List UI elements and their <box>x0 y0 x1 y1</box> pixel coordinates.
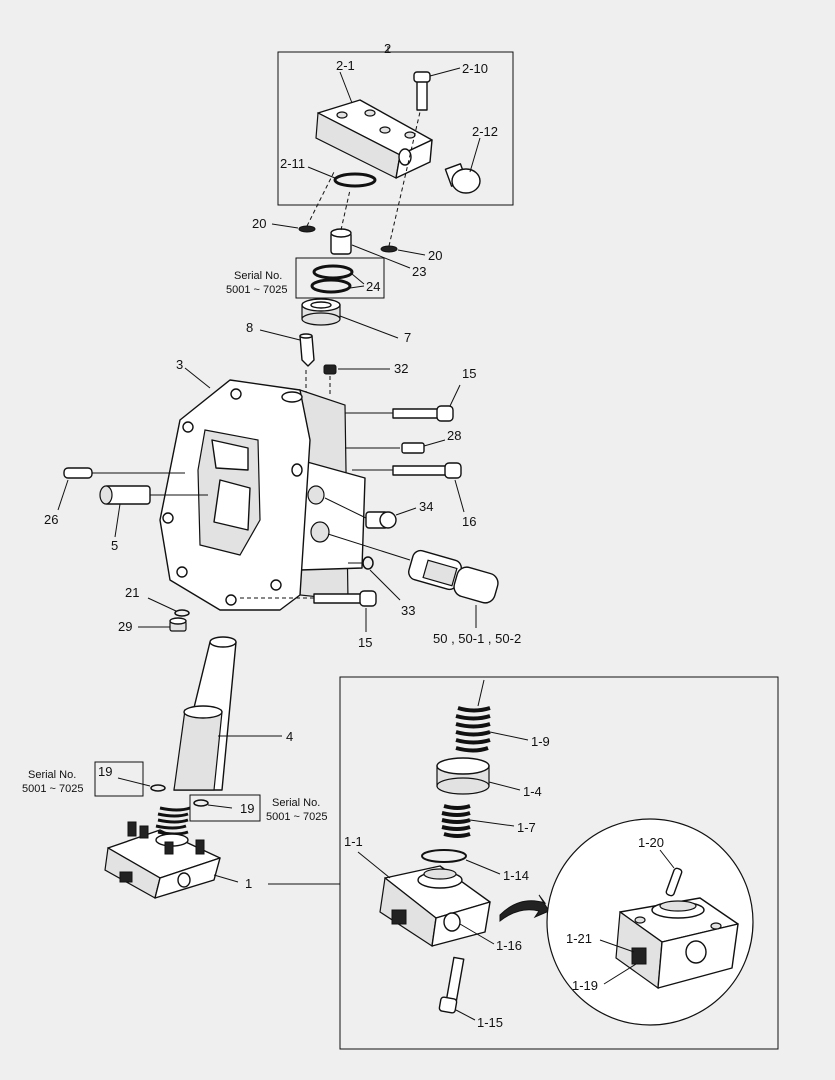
label-19-right: 19 <box>240 801 254 816</box>
bolt-16 <box>392 462 462 479</box>
label-2-11: 2-11 <box>280 156 305 171</box>
pump-body-3 <box>159 379 366 611</box>
plug-2-12 <box>444 163 481 194</box>
serial-top-line1: Serial No. <box>234 270 282 282</box>
valve-50 <box>408 549 499 604</box>
label-32: 32 <box>394 361 408 376</box>
valve-block-1 <box>104 806 221 899</box>
label-1-14: 1-14 <box>503 868 529 883</box>
valve-block-magnified <box>615 897 739 990</box>
label-24: 24 <box>366 279 380 294</box>
pin-1-20 <box>665 867 683 897</box>
plug-34 <box>365 511 397 529</box>
plug-32 <box>323 364 337 375</box>
serial-box-top <box>295 257 385 299</box>
label-1-16: 1-16 <box>496 938 522 953</box>
pin-26 <box>63 467 93 479</box>
label-1-9: 1-9 <box>531 734 550 749</box>
o-ring-21 <box>174 609 190 617</box>
detail-arrow <box>499 894 550 923</box>
serial-left-line2: 5001 ~ 7025 <box>22 783 83 795</box>
o-ring-33 <box>362 556 374 570</box>
spring-1-7 <box>441 804 471 838</box>
sleeve-7 <box>301 298 341 326</box>
pin-8 <box>299 333 315 367</box>
plug-29 <box>169 617 187 632</box>
label-7: 7 <box>404 330 411 345</box>
label-2-1: 2-1 <box>336 58 355 73</box>
plug-28 <box>401 442 425 454</box>
label-20-right: 20 <box>428 248 442 263</box>
label-34: 34 <box>419 499 433 514</box>
label-1-20: 1-20 <box>638 835 664 850</box>
o-ring-24-upper <box>312 264 354 280</box>
label-21: 21 <box>125 585 139 600</box>
serial-left-line1: Serial No. <box>28 769 76 781</box>
label-2-10: 2-10 <box>462 61 488 76</box>
bolt-1-15 <box>438 956 465 1014</box>
o-ring-19-right <box>193 799 209 807</box>
o-ring-1-14 <box>421 849 467 863</box>
valve-block-1-1 <box>379 865 491 948</box>
washer-20-right <box>380 245 398 253</box>
label-3: 3 <box>176 357 183 372</box>
label-1: 1 <box>245 876 252 891</box>
label-2: 2 <box>384 41 391 56</box>
label-4: 4 <box>286 729 293 744</box>
label-1-21: 1-21 <box>566 931 592 946</box>
label-19-left: 19 <box>98 764 112 779</box>
label-29: 29 <box>118 619 132 634</box>
label-20-left: 20 <box>252 216 266 231</box>
label-1-1: 1-1 <box>344 834 363 849</box>
screw-23 <box>330 189 352 255</box>
cover-plate-2-1 <box>315 99 433 179</box>
serial-right-line1: Serial No. <box>272 797 320 809</box>
label-15-lower: 15 <box>358 635 372 650</box>
label-1-7: 1-7 <box>517 820 536 835</box>
sleeve-1-4 <box>436 757 490 795</box>
label-1-19: 1-19 <box>572 978 598 993</box>
o-ring-19-left <box>150 784 166 792</box>
label-50: 50 , 50-1 , 50-2 <box>433 631 521 646</box>
label-1-4: 1-4 <box>523 784 542 799</box>
assembly-2-box <box>277 51 514 206</box>
label-15-upper: 15 <box>462 366 476 381</box>
label-28: 28 <box>447 428 461 443</box>
label-26: 26 <box>44 512 58 527</box>
bolt-15-upper <box>392 405 454 422</box>
serial-top-line2: 5001 ~ 7025 <box>226 284 287 296</box>
bolt-2-10 <box>413 71 431 111</box>
shaft-4 <box>173 636 237 791</box>
o-ring-2-11 <box>333 172 377 188</box>
serial-box-left <box>94 761 144 797</box>
detail-box-assembly-1 <box>339 676 779 1050</box>
label-23: 23 <box>412 264 426 279</box>
label-16: 16 <box>462 514 476 529</box>
washer-20-left <box>298 225 316 233</box>
label-33: 33 <box>401 603 415 618</box>
label-2-12: 2-12 <box>472 124 498 139</box>
label-5: 5 <box>111 538 118 553</box>
plug-5 <box>99 485 151 505</box>
spring-1-9 <box>455 679 491 753</box>
serial-right-line2: 5001 ~ 7025 <box>266 811 327 823</box>
label-1-15: 1-15 <box>477 1015 503 1030</box>
label-8: 8 <box>246 320 253 335</box>
o-ring-24-lower <box>310 278 352 294</box>
